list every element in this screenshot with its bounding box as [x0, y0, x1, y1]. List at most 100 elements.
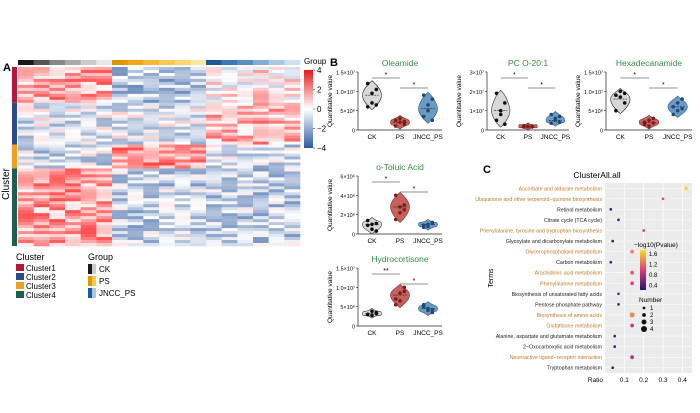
violin-point	[398, 116, 402, 121]
y-tick-label: 1.0×10⁷	[336, 89, 355, 96]
significance-label: **	[383, 268, 389, 275]
heatmap-cell	[206, 120, 222, 124]
heatmap-cell	[112, 165, 128, 169]
heatmap-cell	[190, 72, 207, 77]
y-axis-label: Quantitative value	[575, 75, 582, 127]
heatmap-cell	[65, 123, 81, 127]
heatmap-cell	[174, 237, 191, 241]
heatmap-cell	[33, 237, 50, 241]
violin-plots: Oleamide05×10⁶1.0×10⁷1.5×10⁷Quantitative…	[327, 58, 693, 337]
heatmap-cell	[112, 67, 128, 71]
heatmap-cell	[237, 114, 254, 119]
heatmap-cell	[221, 171, 238, 175]
scale-tick-label: 2	[317, 86, 322, 95]
heatmap-cell	[80, 93, 97, 98]
heatmap-cell	[284, 84, 301, 89]
heatmap-cell	[190, 84, 207, 89]
heatmap-cell	[127, 243, 144, 247]
heatmap-cell	[112, 162, 128, 166]
violin-point	[365, 105, 370, 109]
heatmap-cell	[127, 144, 144, 148]
heatmap-cell	[96, 237, 113, 241]
heatmap-cell	[33, 78, 50, 83]
heatmap-cell	[268, 117, 285, 121]
heatmap-cell	[96, 225, 113, 229]
heatmap-cell	[253, 210, 269, 214]
heatmap-cell	[221, 207, 238, 211]
heatmap-cell	[143, 177, 160, 181]
violin-point	[671, 112, 676, 117]
heatmap-cell	[190, 111, 207, 116]
heatmap-cell	[49, 222, 66, 226]
heatmap-cell	[237, 225, 254, 229]
heatmap-cell	[33, 153, 50, 157]
heatmap-cell	[112, 129, 128, 133]
heatmap-cell	[159, 210, 175, 214]
color-legend-title: −log10(Pvalue)	[634, 242, 678, 249]
term-label: Ascorbate and aldarate metabolism	[519, 186, 603, 192]
heatmap-cell	[221, 105, 238, 110]
heatmap-cell	[33, 105, 50, 110]
heatmap-cell	[221, 180, 238, 184]
violin-point	[614, 93, 618, 97]
heatmap-cell	[49, 67, 66, 71]
panel-label-a: A	[3, 62, 11, 74]
heatmap-cell	[49, 144, 66, 148]
heatmap-cell	[127, 192, 144, 196]
heatmap-cell	[49, 135, 66, 139]
heatmap-cell	[18, 87, 34, 92]
heatmap-cell	[284, 153, 301, 157]
heatmap-cell	[190, 123, 207, 127]
violin-point	[393, 297, 398, 301]
heatmap-cell	[65, 69, 81, 74]
heatmap-cell	[159, 198, 175, 202]
heatmap-cell	[268, 171, 285, 175]
heatmap-cell	[80, 225, 97, 229]
heatmap-cell	[96, 78, 113, 83]
heatmap-cell	[268, 132, 285, 136]
heatmap-cell	[96, 72, 113, 77]
heatmap-cell	[143, 129, 160, 133]
heatmap-cell	[174, 96, 191, 101]
heatmap-cell	[174, 99, 191, 104]
heatmap-cell	[221, 195, 238, 199]
heatmap-cell	[143, 240, 160, 244]
heatmap-cell	[112, 132, 128, 136]
heatmap-cell	[96, 186, 113, 190]
heatmap-cell	[221, 204, 238, 208]
heatmap-cell	[253, 135, 269, 139]
heatmap-cell	[18, 150, 34, 154]
heatmap-cell	[268, 78, 285, 83]
heatmap-cell	[190, 67, 207, 71]
heatmap-cell	[174, 186, 191, 190]
group-legend-swatch	[88, 288, 92, 298]
heatmap-cell	[159, 114, 175, 119]
heatmap-cell	[190, 138, 207, 142]
significance-label: *	[385, 176, 388, 183]
heatmap-cell	[96, 243, 113, 247]
heatmap-cell	[206, 135, 222, 139]
heatmap-cell	[284, 186, 301, 190]
heatmap-cell	[159, 81, 175, 86]
heatmap-cell	[221, 141, 238, 145]
heatmap-cell	[159, 129, 175, 133]
y-axis-label: Terms	[488, 268, 495, 288]
heatmap-cell	[221, 114, 238, 119]
heatmap-cell	[159, 93, 175, 98]
heatmap-cell	[143, 135, 160, 139]
heatmap-cell	[159, 171, 175, 175]
heatmap-cell	[268, 162, 285, 166]
heatmap-cell	[49, 69, 66, 74]
heatmap-cell	[284, 114, 301, 119]
heatmap-cell	[221, 147, 238, 151]
heatmap-cell	[143, 84, 160, 89]
heatmap-cell	[159, 243, 175, 247]
heatmap-cell	[33, 234, 50, 238]
violin-point	[398, 291, 402, 295]
y-tick-label: 1×10⁷	[470, 108, 484, 115]
heatmap-cell	[206, 162, 222, 166]
heatmap-cell	[284, 237, 301, 241]
heatmap-cell	[96, 84, 113, 89]
heatmap-cell	[284, 72, 301, 77]
